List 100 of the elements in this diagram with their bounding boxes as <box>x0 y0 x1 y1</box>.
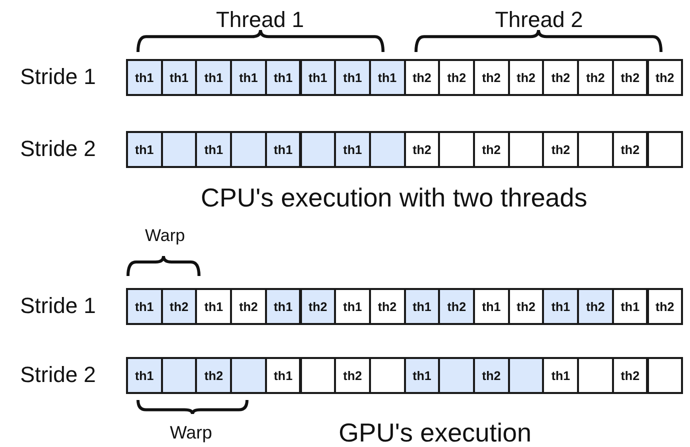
group-label: Thread 2 <box>494 7 584 33</box>
memory-cell <box>612 59 648 96</box>
memory-cell <box>646 59 684 96</box>
memory-cell <box>300 59 336 96</box>
thread-label: th2 <box>447 70 466 84</box>
thread-label: th2 <box>239 300 258 314</box>
row-label: Stride 1 <box>20 293 96 319</box>
thread-label: th1 <box>134 300 154 314</box>
memory-cell <box>438 59 475 96</box>
memory-cell <box>300 357 336 394</box>
thread-label: th2 <box>516 300 536 314</box>
thread-label: th2 <box>170 300 188 314</box>
thread-label: th1 <box>551 300 570 314</box>
memory-cell <box>195 357 232 394</box>
thread-label: th2 <box>586 300 605 314</box>
memory-cell <box>195 288 232 325</box>
memory-cell <box>126 59 163 96</box>
thread-label: th1 <box>204 300 224 314</box>
memory-cell <box>264 288 302 325</box>
memory-cell <box>160 59 198 96</box>
thread-label: th2 <box>343 368 362 382</box>
memory-cell <box>160 288 198 325</box>
thread-label: th2 <box>516 70 536 84</box>
memory-cell <box>334 59 371 96</box>
memory-cell <box>612 357 648 394</box>
thread-label: th1 <box>378 70 397 84</box>
thread-label: th1 <box>412 368 432 382</box>
thread-label: th1 <box>134 142 154 156</box>
memory-cell <box>195 59 232 96</box>
thread-label: th1 <box>620 300 640 314</box>
memory-cell <box>542 59 580 96</box>
memory-cell <box>368 59 406 96</box>
memory-cell <box>646 288 684 325</box>
memory-cell <box>473 59 510 96</box>
thread-label: th2 <box>620 142 640 156</box>
memory-cell <box>577 357 614 394</box>
thread-label: th2 <box>204 368 224 382</box>
thread-label: th2 <box>482 368 501 382</box>
row-label: Stride 2 <box>20 362 96 388</box>
thread-label: th1 <box>170 70 188 84</box>
thread-label: th1 <box>239 70 258 84</box>
thread-label: th2 <box>412 70 432 84</box>
thread-label: th2 <box>655 300 674 314</box>
thread-label: th2 <box>620 70 640 84</box>
memory-cell <box>577 59 614 96</box>
memory-cell <box>264 131 302 168</box>
memory-cell <box>542 288 580 325</box>
memory-cell <box>300 288 336 325</box>
memory-cell <box>195 131 232 168</box>
thread-label: th1 <box>134 368 154 382</box>
row-label: Stride 2 <box>20 136 96 162</box>
memory-cell <box>230 288 267 325</box>
memory-cell <box>508 59 544 96</box>
memory-cell <box>334 288 371 325</box>
memory-cell <box>473 288 510 325</box>
thread-label: th1 <box>274 368 293 382</box>
thread-label: th1 <box>343 300 362 314</box>
thread-label: th1 <box>308 70 328 84</box>
memory-cell <box>508 357 544 394</box>
thread-label: th1 <box>274 70 293 84</box>
memory-cell <box>230 59 267 96</box>
thread-label: th1 <box>412 300 432 314</box>
thread-label: th2 <box>482 142 501 156</box>
group-label: Warp <box>145 226 185 246</box>
memory-cell <box>230 131 267 168</box>
memory-cell <box>368 288 406 325</box>
memory-cell <box>264 59 302 96</box>
memory-cell <box>160 357 198 394</box>
memory-cell <box>368 131 406 168</box>
memory-cell <box>126 131 163 168</box>
thread-label: th2 <box>586 70 605 84</box>
thread-label: th1 <box>343 142 362 156</box>
memory-cell <box>473 357 510 394</box>
thread-label: th1 <box>134 70 154 84</box>
thread-label: th2 <box>447 300 466 314</box>
thread-label: th1 <box>343 70 362 84</box>
memory-cell <box>508 288 544 325</box>
memory-cell <box>646 357 684 394</box>
memory-cell <box>438 288 475 325</box>
memory-cell <box>404 288 440 325</box>
memory-cell <box>542 131 580 168</box>
thread-label: th2 <box>655 70 674 84</box>
memory-cell <box>404 59 440 96</box>
group-label: Warp <box>170 422 212 444</box>
row-label: Stride 1 <box>20 64 96 90</box>
memory-cell <box>612 131 648 168</box>
memory-cell <box>612 288 648 325</box>
thread-label: th2 <box>308 300 328 314</box>
memory-cell <box>577 131 614 168</box>
group-label: Thread 1 <box>216 7 304 33</box>
thread-label: th2 <box>412 142 432 156</box>
thread-label: th2 <box>620 368 640 382</box>
memory-cell <box>230 357 267 394</box>
thread-label: th2 <box>482 70 501 84</box>
caption: GPU's execution <box>338 418 532 447</box>
memory-cell <box>264 357 302 394</box>
memory-cell <box>404 131 440 168</box>
memory-cell <box>126 357 163 394</box>
thread-label: th1 <box>204 142 224 156</box>
thread-label: th1 <box>274 142 293 156</box>
